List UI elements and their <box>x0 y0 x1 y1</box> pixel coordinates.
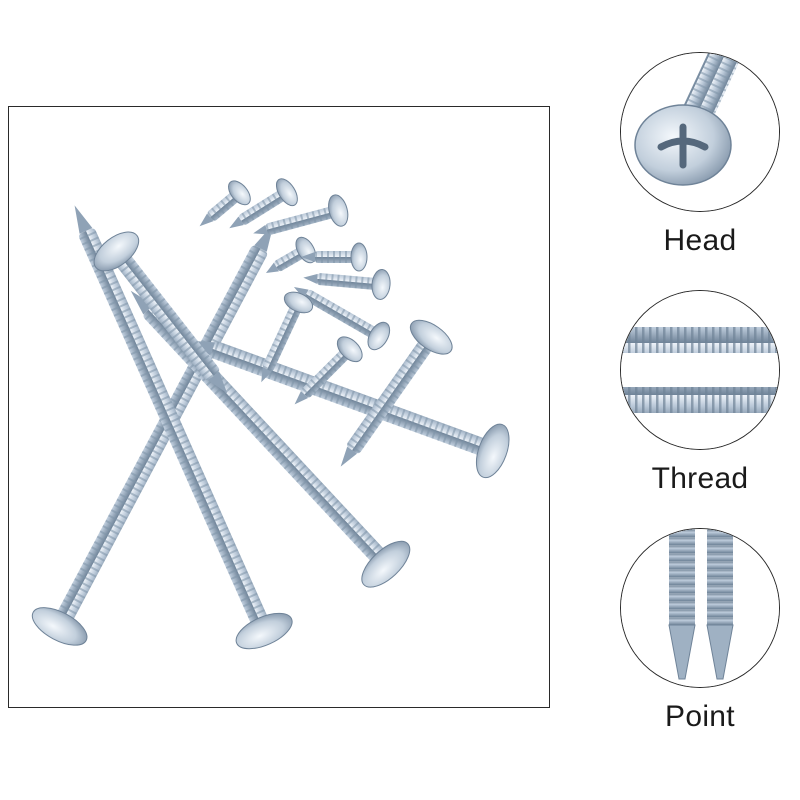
detail-point: Point <box>620 528 780 734</box>
long-screw-5 <box>93 231 228 394</box>
detail-label-thread: Thread <box>651 462 749 495</box>
detail-thread: Thread <box>620 290 780 496</box>
screw-point-closeup <box>620 528 780 688</box>
short-screw-1 <box>199 180 251 227</box>
short-screw-3 <box>253 194 349 235</box>
detail-label-point: Point <box>665 700 735 733</box>
screw-head-closeup <box>620 52 780 212</box>
short-screw-6 <box>303 269 391 300</box>
long-screw-2 <box>74 205 293 650</box>
short-screw-9 <box>294 336 363 405</box>
detail-head: Head <box>620 52 780 258</box>
short-screw-2 <box>229 178 298 229</box>
main-product-photo <box>8 106 550 708</box>
medium-screw-1 <box>340 319 453 467</box>
screw-thread-closeup <box>620 290 780 450</box>
short-screw-5 <box>301 242 368 272</box>
detail-label-head: Head <box>663 224 737 257</box>
long-screw-1 <box>31 223 274 646</box>
short-screw-8 <box>261 291 314 383</box>
